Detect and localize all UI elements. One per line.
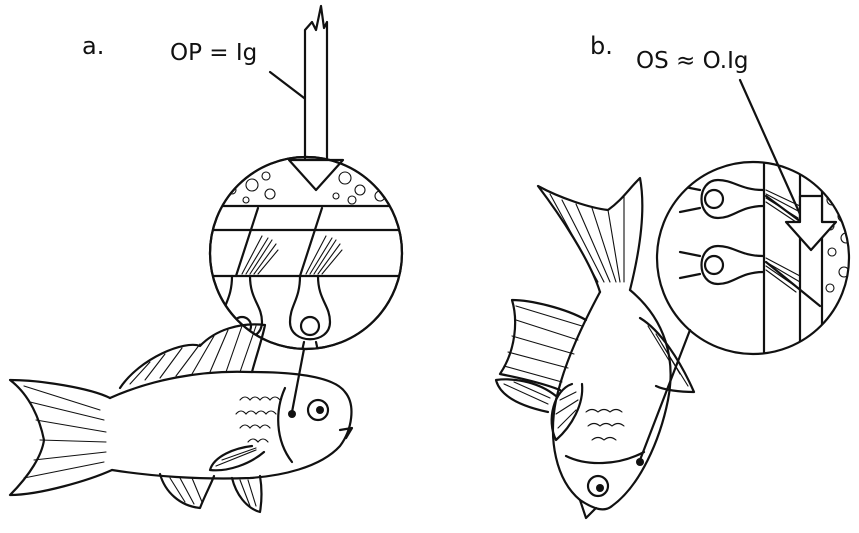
panel-a-pointer-line (292, 349, 304, 412)
panel-a-magnified-macula (205, 157, 410, 418)
panel-b-label: b. (590, 32, 613, 60)
panel-b: b. OS ≈ O.Ig (496, 32, 851, 518)
panel-b-label-leader (740, 80, 808, 232)
panel-a: a. OP = Ig (10, 6, 410, 512)
panel-a-force-label: OP = Ig (170, 40, 257, 66)
panel-a-fish (10, 324, 352, 512)
panel-b-force-label: OS ≈ O.Ig (636, 48, 748, 74)
panel-a-hair-cells (222, 276, 330, 360)
panel-b-fish (496, 178, 694, 518)
panel-b-magnified-macula (636, 160, 851, 466)
panel-a-label: a. (82, 32, 104, 60)
panel-b-hair-cells (680, 180, 764, 284)
